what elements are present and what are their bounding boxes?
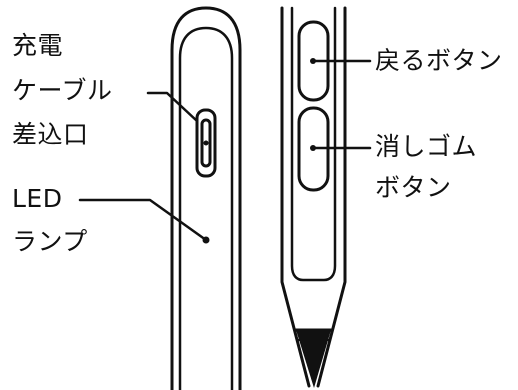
usb-c-port-dot <box>203 140 209 146</box>
label-eraser-button-line-2: ボタン <box>375 173 452 202</box>
label-led-line-1: LED <box>12 184 63 213</box>
pen-tip <box>296 330 331 388</box>
left-pen-inner-cap <box>178 26 234 390</box>
label-charge-port-line-3: 差込口 <box>12 120 89 149</box>
right-pen-outer-body-right <box>316 6 347 388</box>
label-charge-port-line-2: ケーブル <box>12 76 113 105</box>
label-back-button: 戻るボタン <box>375 46 503 75</box>
usb-c-port <box>195 108 217 178</box>
back-button-dot <box>310 58 316 64</box>
right-pen-inner-groove <box>290 6 337 282</box>
led-lamp-dot <box>202 236 210 244</box>
label-led-line-2: ランプ <box>12 227 88 256</box>
eraser-button-dot <box>310 145 316 151</box>
left-pen-outer-body <box>170 6 242 390</box>
label-charge-port-line-1: 充電 <box>12 31 64 60</box>
charge-port-leader <box>146 91 199 123</box>
usb-c-port-inner <box>200 118 212 168</box>
led-leader <box>78 198 208 242</box>
right-pen-outer-body <box>280 6 311 388</box>
label-eraser-button-line-1: 消しゴム <box>375 132 478 161</box>
